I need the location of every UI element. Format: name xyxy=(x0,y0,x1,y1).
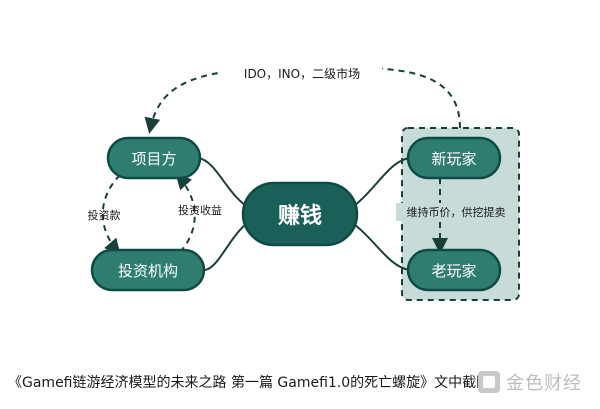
watermark-text: 金色财经 xyxy=(506,373,582,394)
center-node-label: 赚钱 xyxy=(278,203,322,229)
hold-label: 维持币价，供挖提卖 xyxy=(407,205,506,219)
node-old-player-label: 老玩家 xyxy=(431,262,476,280)
node-new-player xyxy=(406,136,502,180)
invest-label: 投资款 xyxy=(88,208,121,222)
brand-logo-icon xyxy=(478,371,500,393)
connector-center-project xyxy=(197,157,246,206)
node-investor xyxy=(90,248,206,292)
node-project xyxy=(106,136,202,180)
node-new-player-label: 新玩家 xyxy=(431,150,476,168)
center-node xyxy=(241,181,359,247)
watermark: 金色财经 xyxy=(478,370,582,394)
top-label-bg xyxy=(222,62,382,84)
node-old-player xyxy=(406,248,502,292)
connector-center-new xyxy=(354,157,411,206)
connector-center-investor xyxy=(204,224,246,271)
node-project-label: 项目方 xyxy=(131,150,176,168)
connector-center-old xyxy=(354,224,411,271)
top-edge-label: IDO，INO，二级市场 xyxy=(244,66,360,81)
figure-caption: 《Gamefi链游经济模型的未来之路 第一篇 Gamefi1.0的死亡螺旋》文中… xyxy=(8,375,491,391)
return-label: 投资收益 xyxy=(178,203,222,217)
hold-label-bg xyxy=(396,203,516,221)
node-investor-label: 投资机构 xyxy=(118,262,178,280)
